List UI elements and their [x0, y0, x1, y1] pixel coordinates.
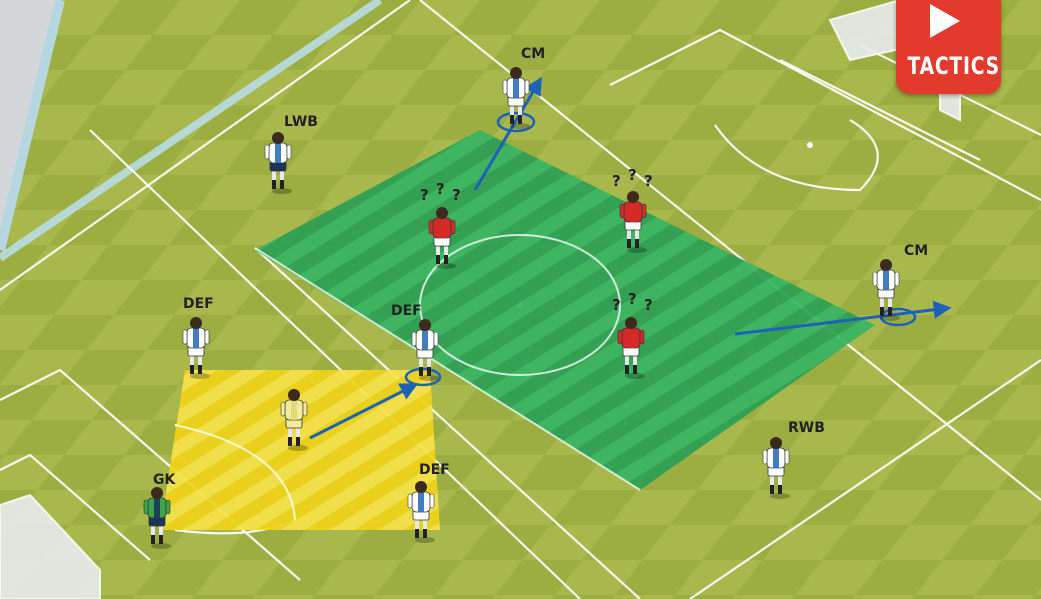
label-cm-top: CM	[521, 46, 545, 62]
svg-text:?: ?	[420, 186, 429, 204]
label-def-left: DEF	[183, 296, 214, 312]
svg-text:?: ?	[628, 166, 637, 184]
svg-text:?: ?	[628, 290, 637, 308]
svg-text:?: ?	[612, 296, 621, 314]
svg-text:?: ?	[436, 180, 445, 198]
label-lwb: LWB	[284, 114, 318, 130]
label-gk: GK	[153, 472, 176, 488]
tactics-label: TACTICS	[908, 52, 990, 80]
svg-text:?: ?	[644, 172, 653, 190]
svg-text:?: ?	[452, 186, 461, 204]
tactics-badge: TACTICS	[896, 0, 1001, 94]
svg-text:?: ?	[644, 296, 653, 314]
svg-text:?: ?	[612, 172, 621, 190]
label-rwb: RWB	[788, 420, 825, 436]
label-def-bottom: DEF	[419, 462, 450, 478]
label-cm-right: CM	[904, 243, 928, 259]
label-def-center: DEF	[391, 303, 422, 319]
play-icon	[930, 4, 960, 38]
